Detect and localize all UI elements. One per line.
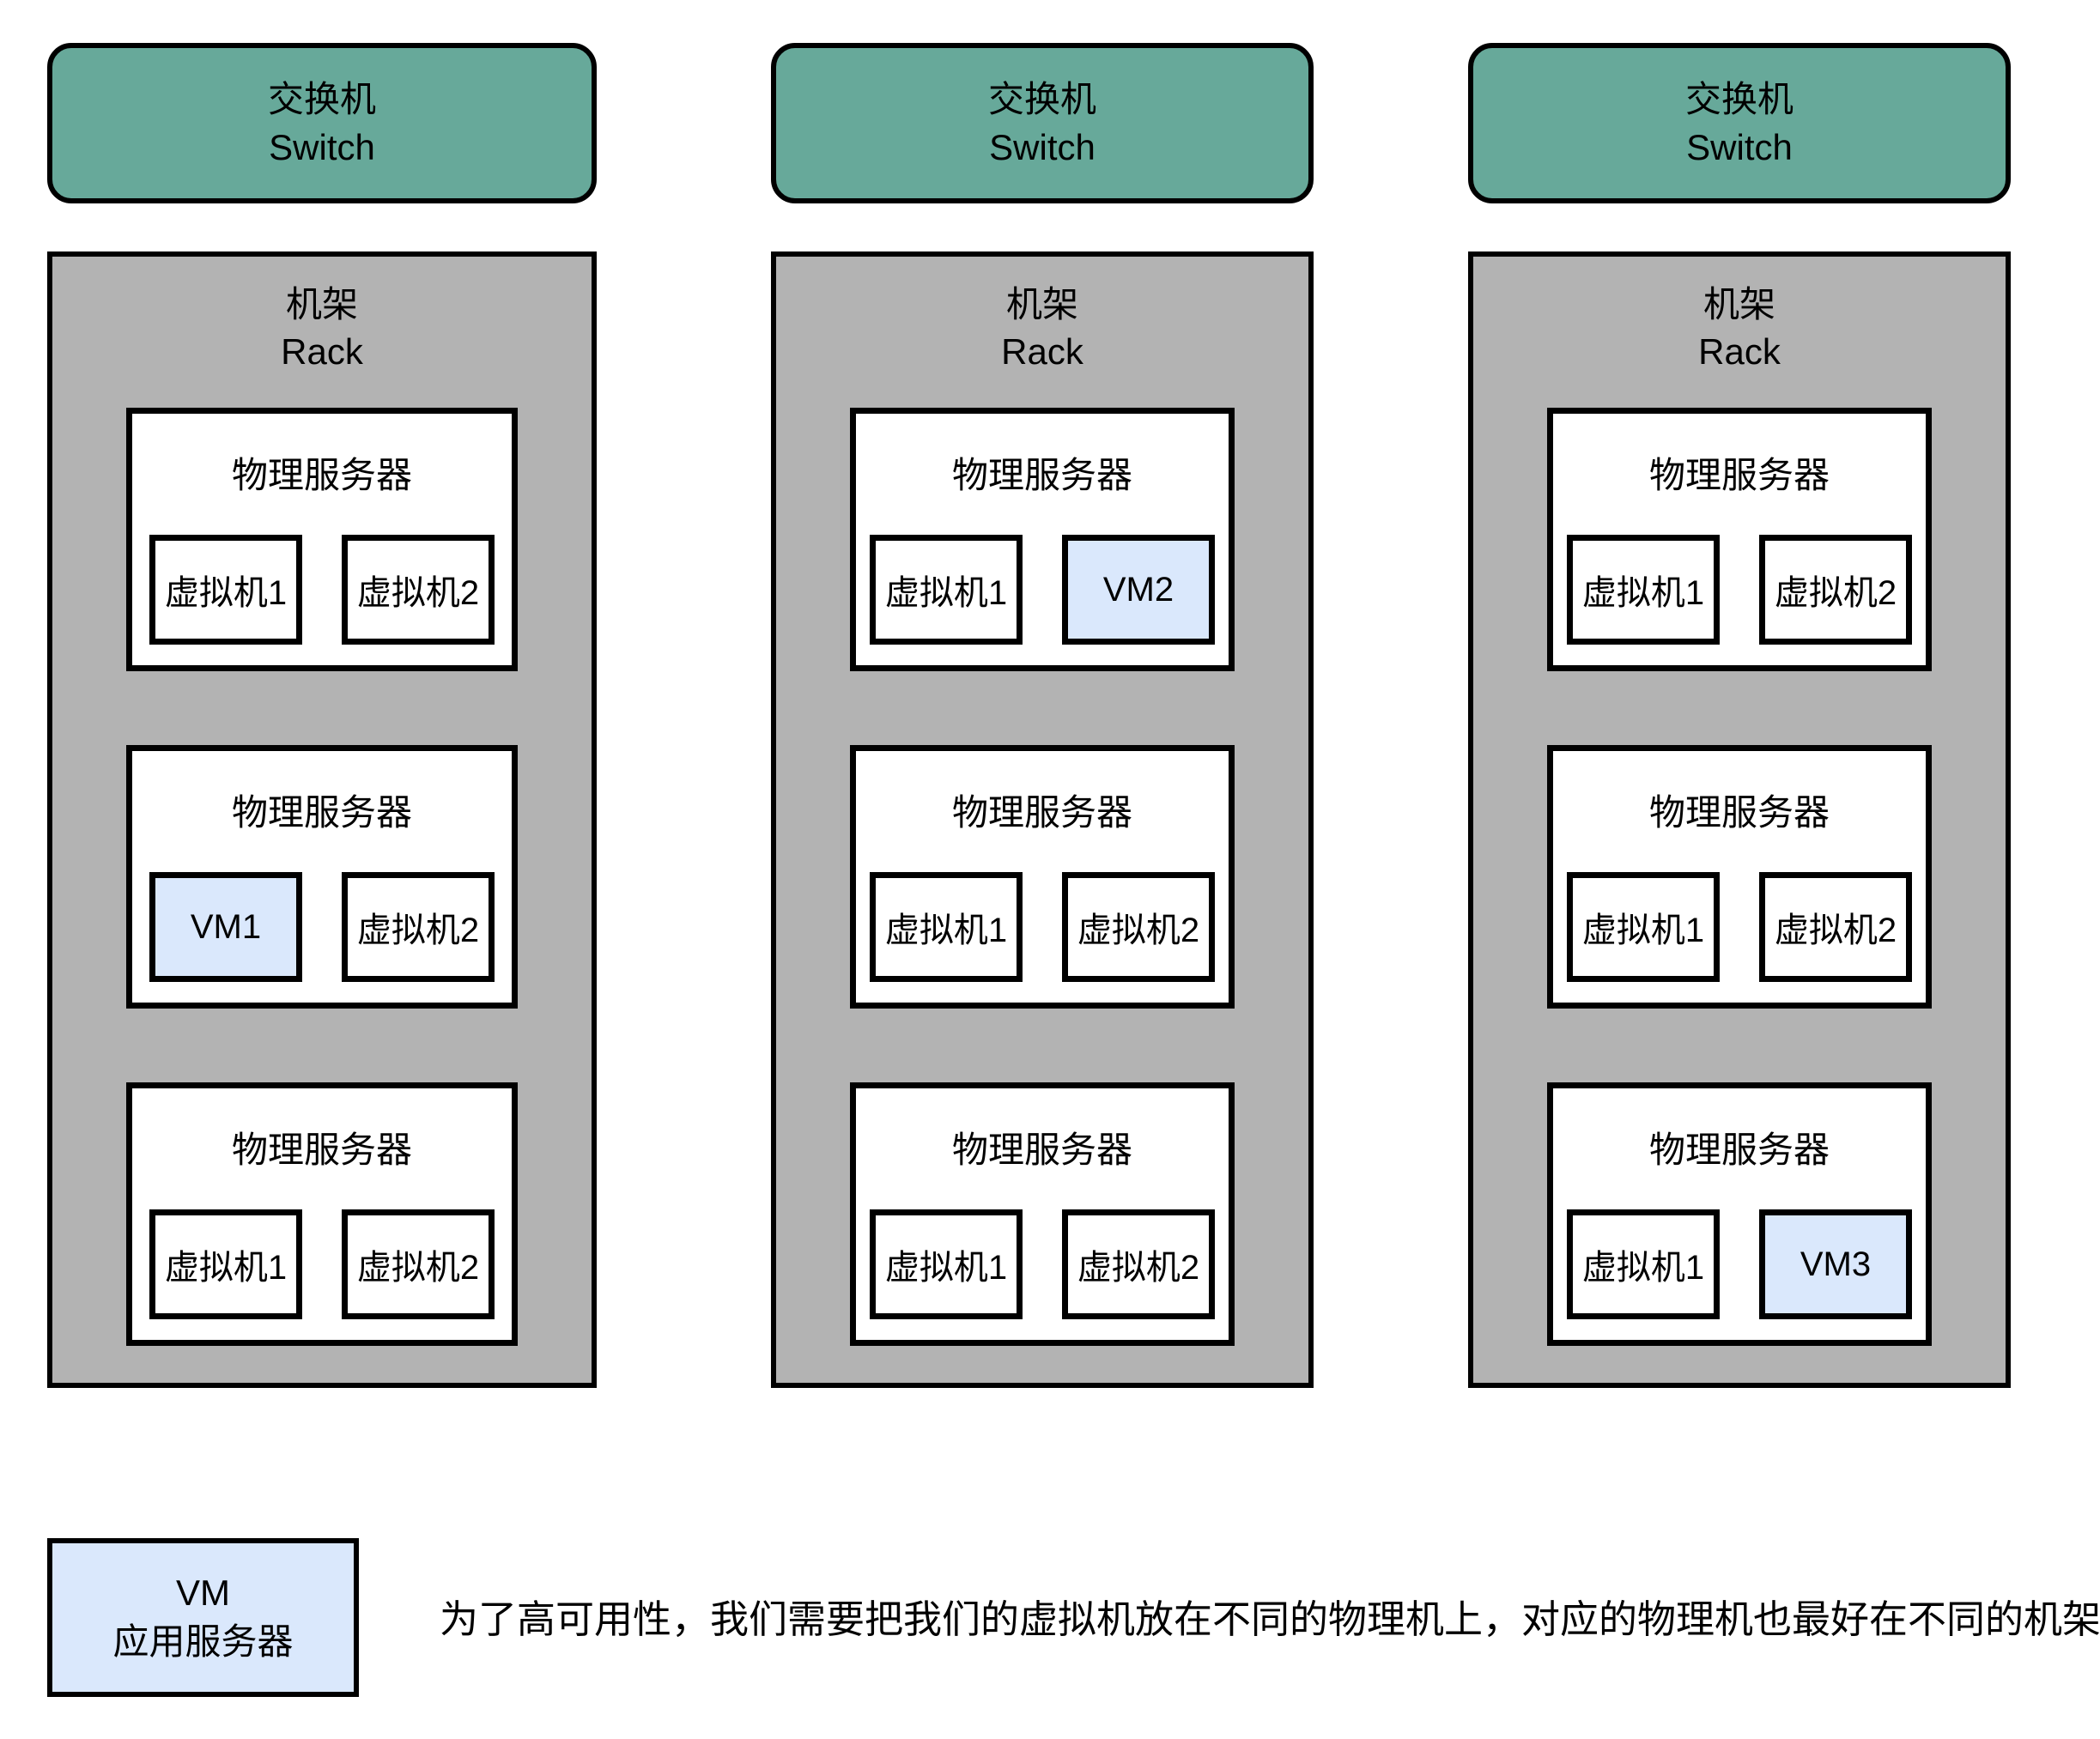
vm-row: 虚拟机1 虚拟机2 xyxy=(856,1209,1229,1319)
switch-box-1: 交换机 Switch xyxy=(47,43,597,203)
server-label: 物理服务器 xyxy=(1648,1130,1830,1170)
vm-box: 虚拟机1 xyxy=(149,1209,302,1319)
legend-line2: 应用服务器 xyxy=(112,1621,294,1662)
switch-label-en: Switch xyxy=(1686,126,1793,167)
switch-label-en: Switch xyxy=(269,126,375,167)
server-label: 物理服务器 xyxy=(951,792,1132,833)
vm-box: VM1 xyxy=(149,872,302,982)
switch-label-zh: 交换机 xyxy=(987,79,1096,120)
rack-box-2: 机架 Rack 物理服务器 虚拟机1 VM2 物理服务器 虚拟机1 虚拟机2 物… xyxy=(771,251,1314,1388)
rack-label-en: Rack xyxy=(1698,331,1781,373)
vm-row: 虚拟机1 VM2 xyxy=(856,535,1229,645)
vm-row: 虚拟机1 虚拟机2 xyxy=(856,872,1229,982)
legend-vm-app-server: VM 应用服务器 xyxy=(47,1538,359,1697)
server-label: 物理服务器 xyxy=(1648,792,1830,833)
rack-label: 机架 Rack xyxy=(776,257,1308,376)
server-box: 物理服务器 虚拟机1 VM2 xyxy=(850,408,1235,671)
vm-box: 虚拟机2 xyxy=(342,535,495,645)
server-label: 物理服务器 xyxy=(951,1130,1132,1170)
rack-label-en: Rack xyxy=(1001,331,1083,373)
vm-row: 虚拟机1 虚拟机2 xyxy=(1553,872,1926,982)
vm-row: 虚拟机1 虚拟机2 xyxy=(132,1209,512,1319)
switch-label-zh: 交换机 xyxy=(1684,79,1793,120)
vm-box: 虚拟机2 xyxy=(1759,535,1912,645)
vm-box: 虚拟机2 xyxy=(1062,872,1215,982)
rack-label-zh: 机架 xyxy=(1005,284,1078,324)
vm-box: 虚拟机2 xyxy=(1062,1209,1215,1319)
server-box: 物理服务器 虚拟机1 虚拟机2 xyxy=(1547,745,1932,1009)
switch-label-en: Switch xyxy=(989,126,1096,167)
switch-box-2: 交换机 Switch xyxy=(771,43,1314,203)
vm-box: 虚拟机2 xyxy=(342,872,495,982)
server-label: 物理服务器 xyxy=(231,1130,412,1170)
rack-label: 机架 Rack xyxy=(1473,257,2006,376)
vm-box: 虚拟机1 xyxy=(149,535,302,645)
vm-row: 虚拟机1 VM3 xyxy=(1553,1209,1926,1319)
vm-box: 虚拟机1 xyxy=(870,1209,1023,1319)
vm-box: 虚拟机2 xyxy=(342,1209,495,1319)
vm-row: VM1 虚拟机2 xyxy=(132,872,512,982)
vm-row: 虚拟机1 虚拟机2 xyxy=(1553,535,1926,645)
rack-box-3: 机架 Rack 物理服务器 虚拟机1 虚拟机2 物理服务器 虚拟机1 虚拟机2 … xyxy=(1468,251,2011,1388)
rack-column-1: 交换机 Switch 机架 Rack 物理服务器 虚拟机1 虚拟机2 物理服务器… xyxy=(47,43,597,1388)
legend-line1: VM xyxy=(176,1572,230,1613)
rack-label-zh: 机架 xyxy=(1702,284,1775,324)
server-label: 物理服务器 xyxy=(1648,455,1830,495)
server-box: 物理服务器 虚拟机1 虚拟机2 xyxy=(1547,408,1932,671)
vm-box: 虚拟机1 xyxy=(870,535,1023,645)
server-box: 物理服务器 虚拟机1 虚拟机2 xyxy=(850,745,1235,1009)
vm-box: 虚拟机1 xyxy=(1567,872,1720,982)
rack-column-2: 交换机 Switch 机架 Rack 物理服务器 虚拟机1 VM2 物理服务器 … xyxy=(771,43,1314,1388)
vm-box: VM3 xyxy=(1759,1209,1912,1319)
server-box: 物理服务器 虚拟机1 虚拟机2 xyxy=(850,1082,1235,1346)
rack-label: 机架 Rack xyxy=(52,257,592,376)
rack-label-zh: 机架 xyxy=(285,284,358,324)
vm-box: 虚拟机1 xyxy=(1567,1209,1720,1319)
server-box: 物理服务器 虚拟机1 虚拟机2 xyxy=(126,1082,518,1346)
rack-box-1: 机架 Rack 物理服务器 虚拟机1 虚拟机2 物理服务器 VM1 虚拟机2 物… xyxy=(47,251,597,1388)
rack-column-3: 交换机 Switch 机架 Rack 物理服务器 虚拟机1 虚拟机2 物理服务器… xyxy=(1468,43,2011,1388)
server-box: 物理服务器 虚拟机1 VM3 xyxy=(1547,1082,1932,1346)
vm-box: 虚拟机1 xyxy=(1567,535,1720,645)
server-box: 物理服务器 VM1 虚拟机2 xyxy=(126,745,518,1009)
switch-label-zh: 交换机 xyxy=(267,79,376,120)
vm-box: 虚拟机2 xyxy=(1759,872,1912,982)
rack-label-en: Rack xyxy=(281,331,363,373)
vm-box: VM2 xyxy=(1062,535,1215,645)
vm-box: 虚拟机1 xyxy=(870,872,1023,982)
server-label: 物理服务器 xyxy=(231,792,412,833)
switch-box-3: 交换机 Switch xyxy=(1468,43,2011,203)
server-box: 物理服务器 虚拟机1 虚拟机2 xyxy=(126,408,518,671)
server-label: 物理服务器 xyxy=(951,455,1132,495)
vm-row: 虚拟机1 虚拟机2 xyxy=(132,535,512,645)
caption-text: 为了高可用性，我们需要把我们的虚拟机放在不同的物理机上，对应的物理机也最好在不同… xyxy=(440,1597,2100,1641)
server-label: 物理服务器 xyxy=(231,455,412,495)
